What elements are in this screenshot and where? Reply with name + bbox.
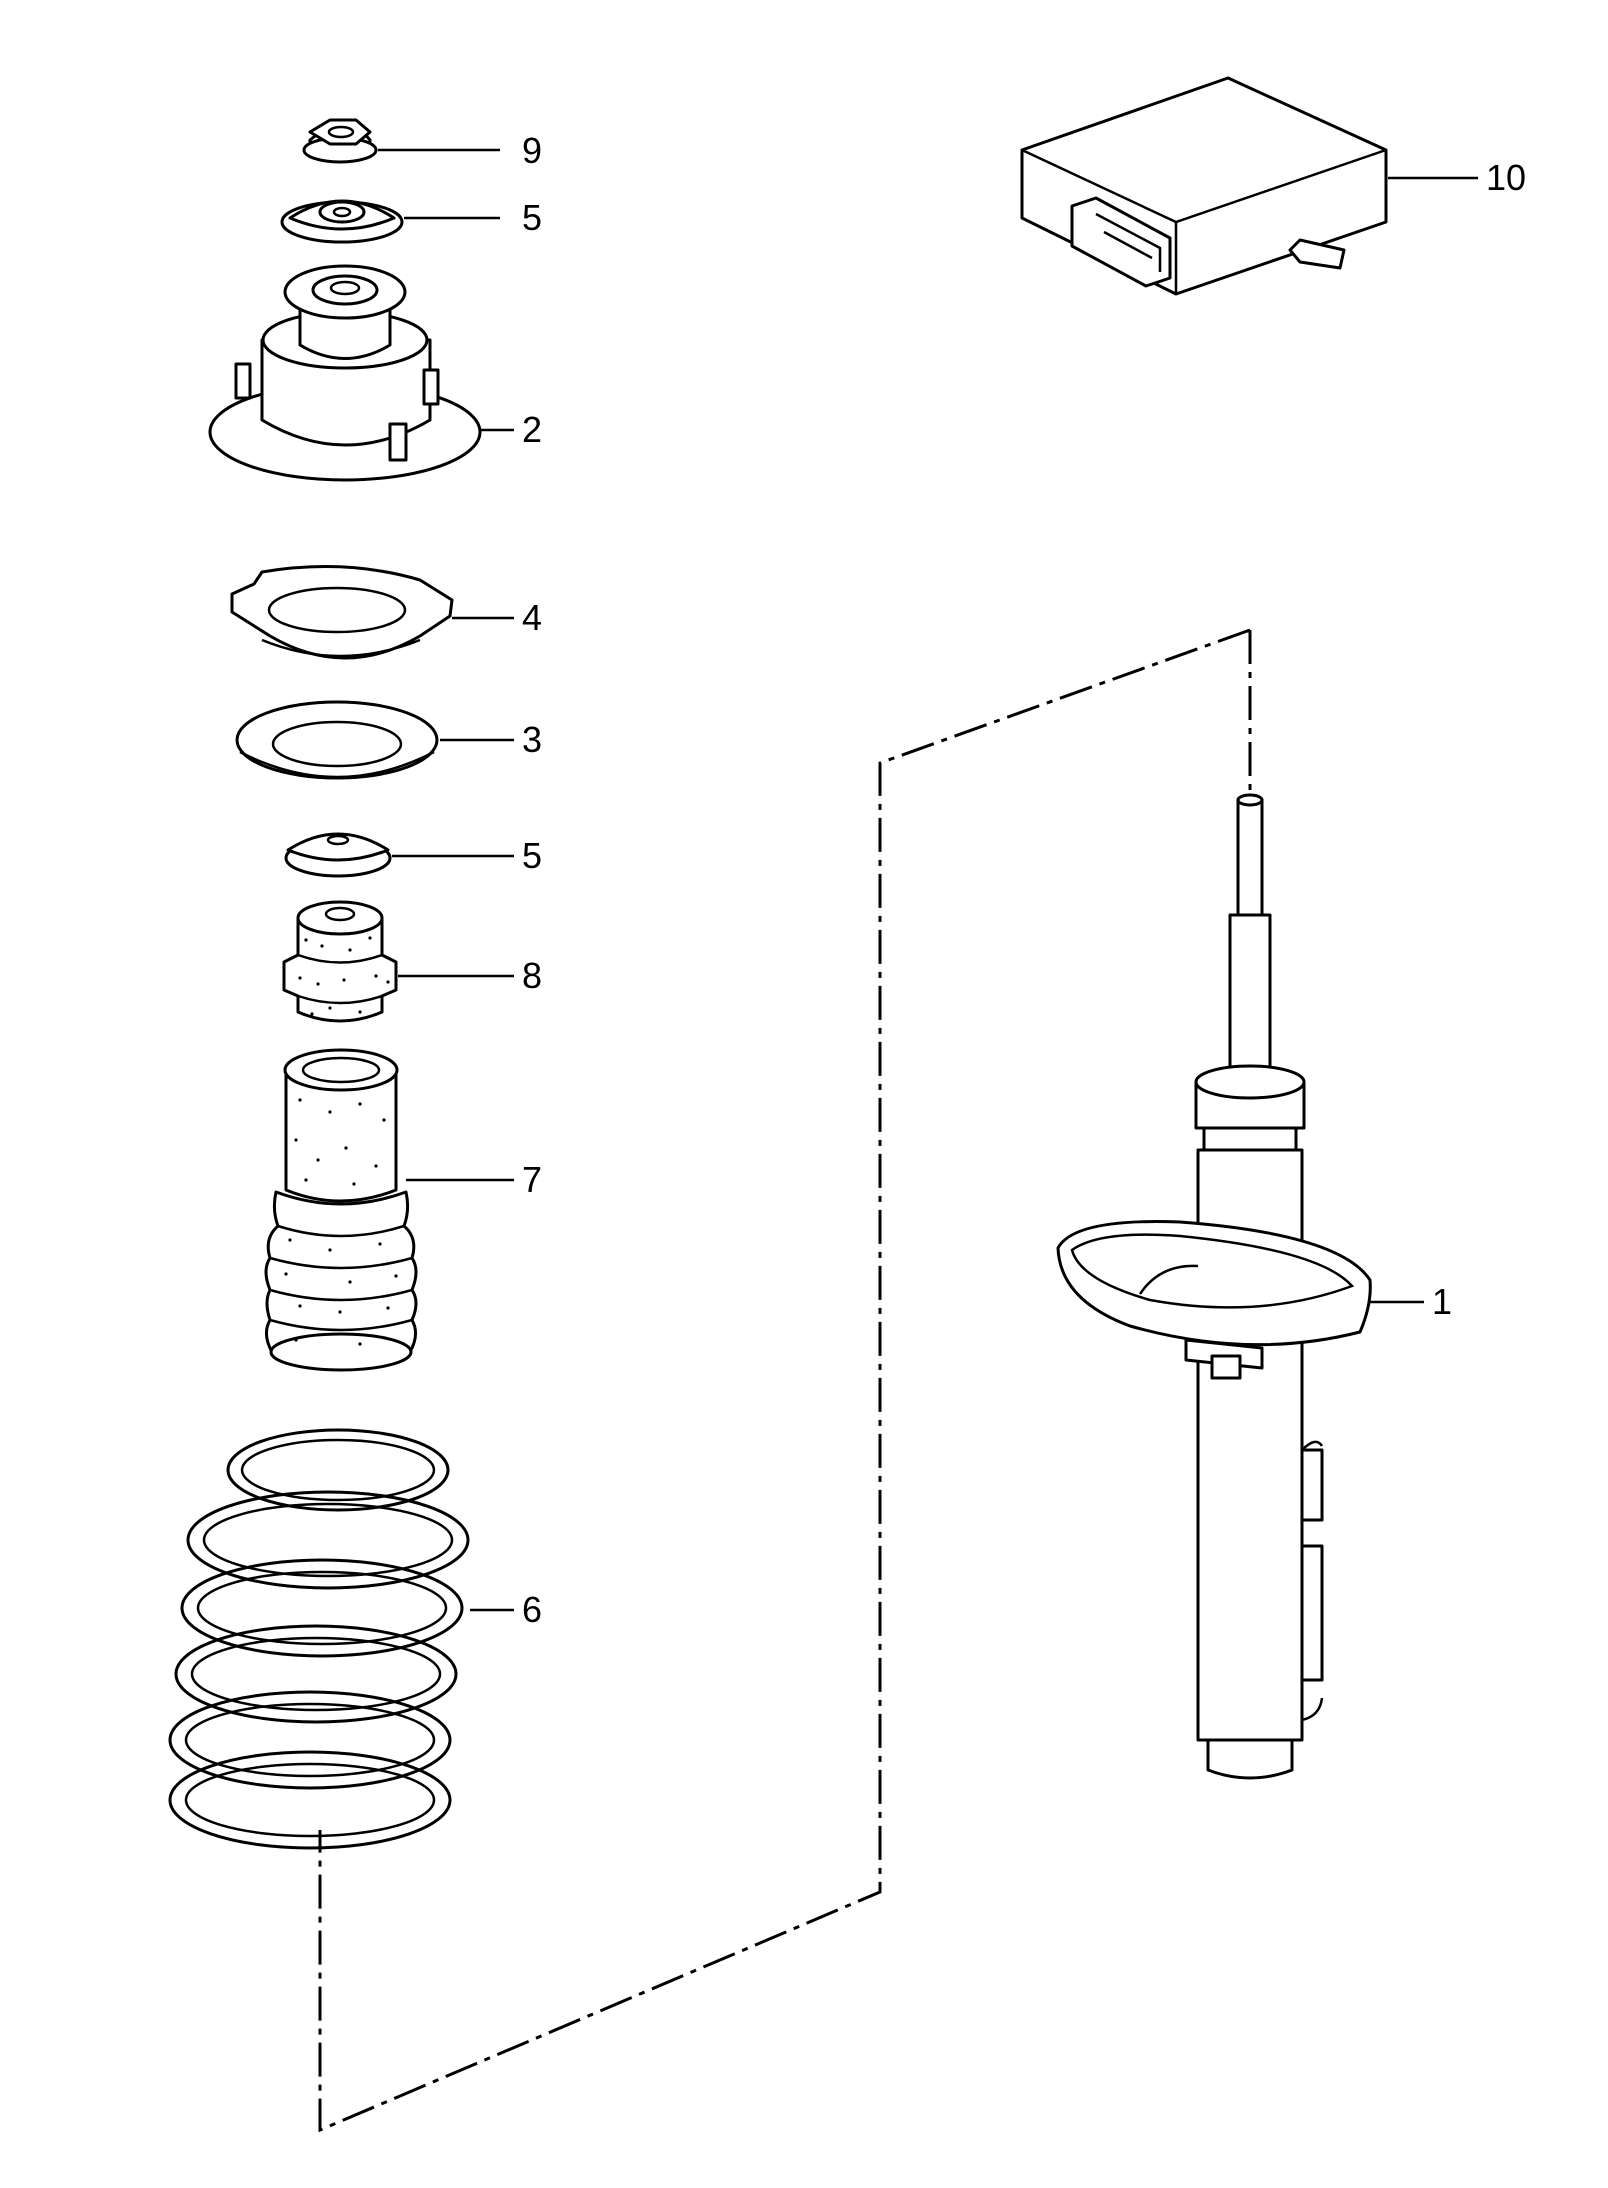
callout-2: 2 [522,409,542,450]
part-10-control-unit [1020,76,1388,296]
part-4-spring-seat [230,565,454,660]
part-1-strut [1056,793,1372,1780]
part-6-coil-spring [168,1428,470,1850]
callout-1: 1 [1432,1281,1452,1322]
callout-6: 6 [522,1589,542,1630]
callout-5-upper: 5 [522,197,542,238]
callout-7: 7 [522,1159,542,1200]
callout-8: 8 [522,955,542,996]
part-5-lower-washer [284,832,392,878]
part-9-nut [302,118,378,164]
part-7-boot [264,1048,418,1372]
part-8-texture [298,936,390,1016]
part-3-spring-pad [235,700,439,780]
part-5-upper-washer [280,199,404,244]
part-7-texture [284,1098,398,1346]
part-2-top-mount [208,264,482,482]
assembly-axis-line [318,628,1252,2133]
part-8-bump-stop [282,900,398,1023]
callout-10: 10 [1486,157,1526,198]
callout-4: 4 [522,597,542,638]
callout-9: 9 [522,130,542,171]
callout-5-lower: 5 [522,835,542,876]
callout-3: 3 [522,719,542,760]
